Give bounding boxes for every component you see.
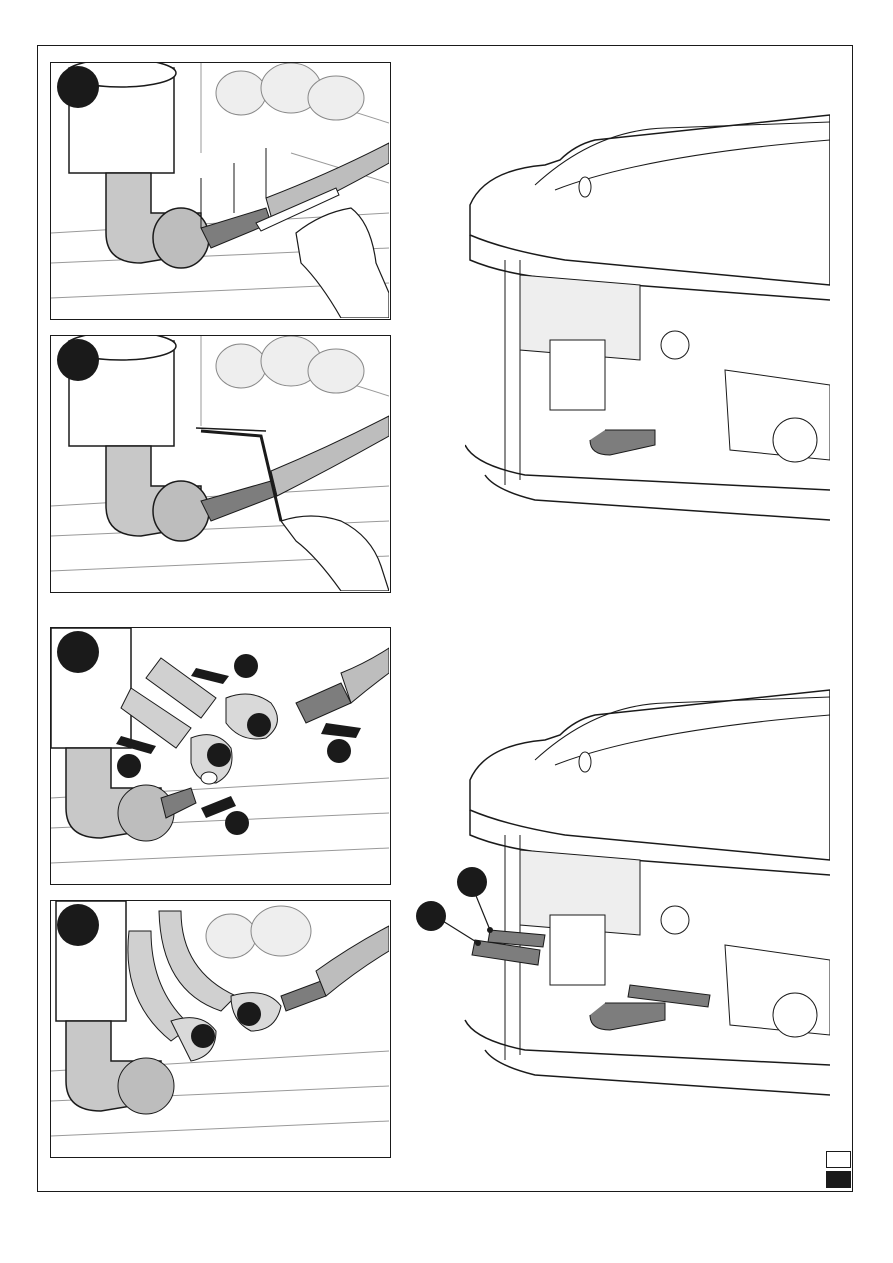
step-1-panel: [50, 62, 391, 320]
cut-hose-illustration: [51, 336, 389, 591]
assemble-fittings-illustration: [51, 628, 389, 883]
step-2-marker: [57, 339, 99, 381]
step-4-marker: [57, 904, 99, 946]
tub-view-bottom: [410, 685, 830, 1100]
corner-mark-black: [826, 1171, 851, 1188]
tub-corner-before-illustration: [465, 110, 830, 525]
measure-hose-illustration: [51, 63, 389, 318]
tub-view-top: [465, 110, 830, 525]
corner-mark-white: [826, 1151, 851, 1168]
connected-hoses-illustration: [51, 901, 389, 1156]
step-3-marker: [57, 631, 99, 673]
callout-a-marker: [457, 867, 487, 897]
callout-b-marker: [416, 901, 446, 931]
step-2-panel: [50, 335, 391, 593]
step-3-panel: [50, 627, 391, 885]
step-1-marker: [57, 66, 99, 108]
step-4-panel: [50, 900, 391, 1158]
